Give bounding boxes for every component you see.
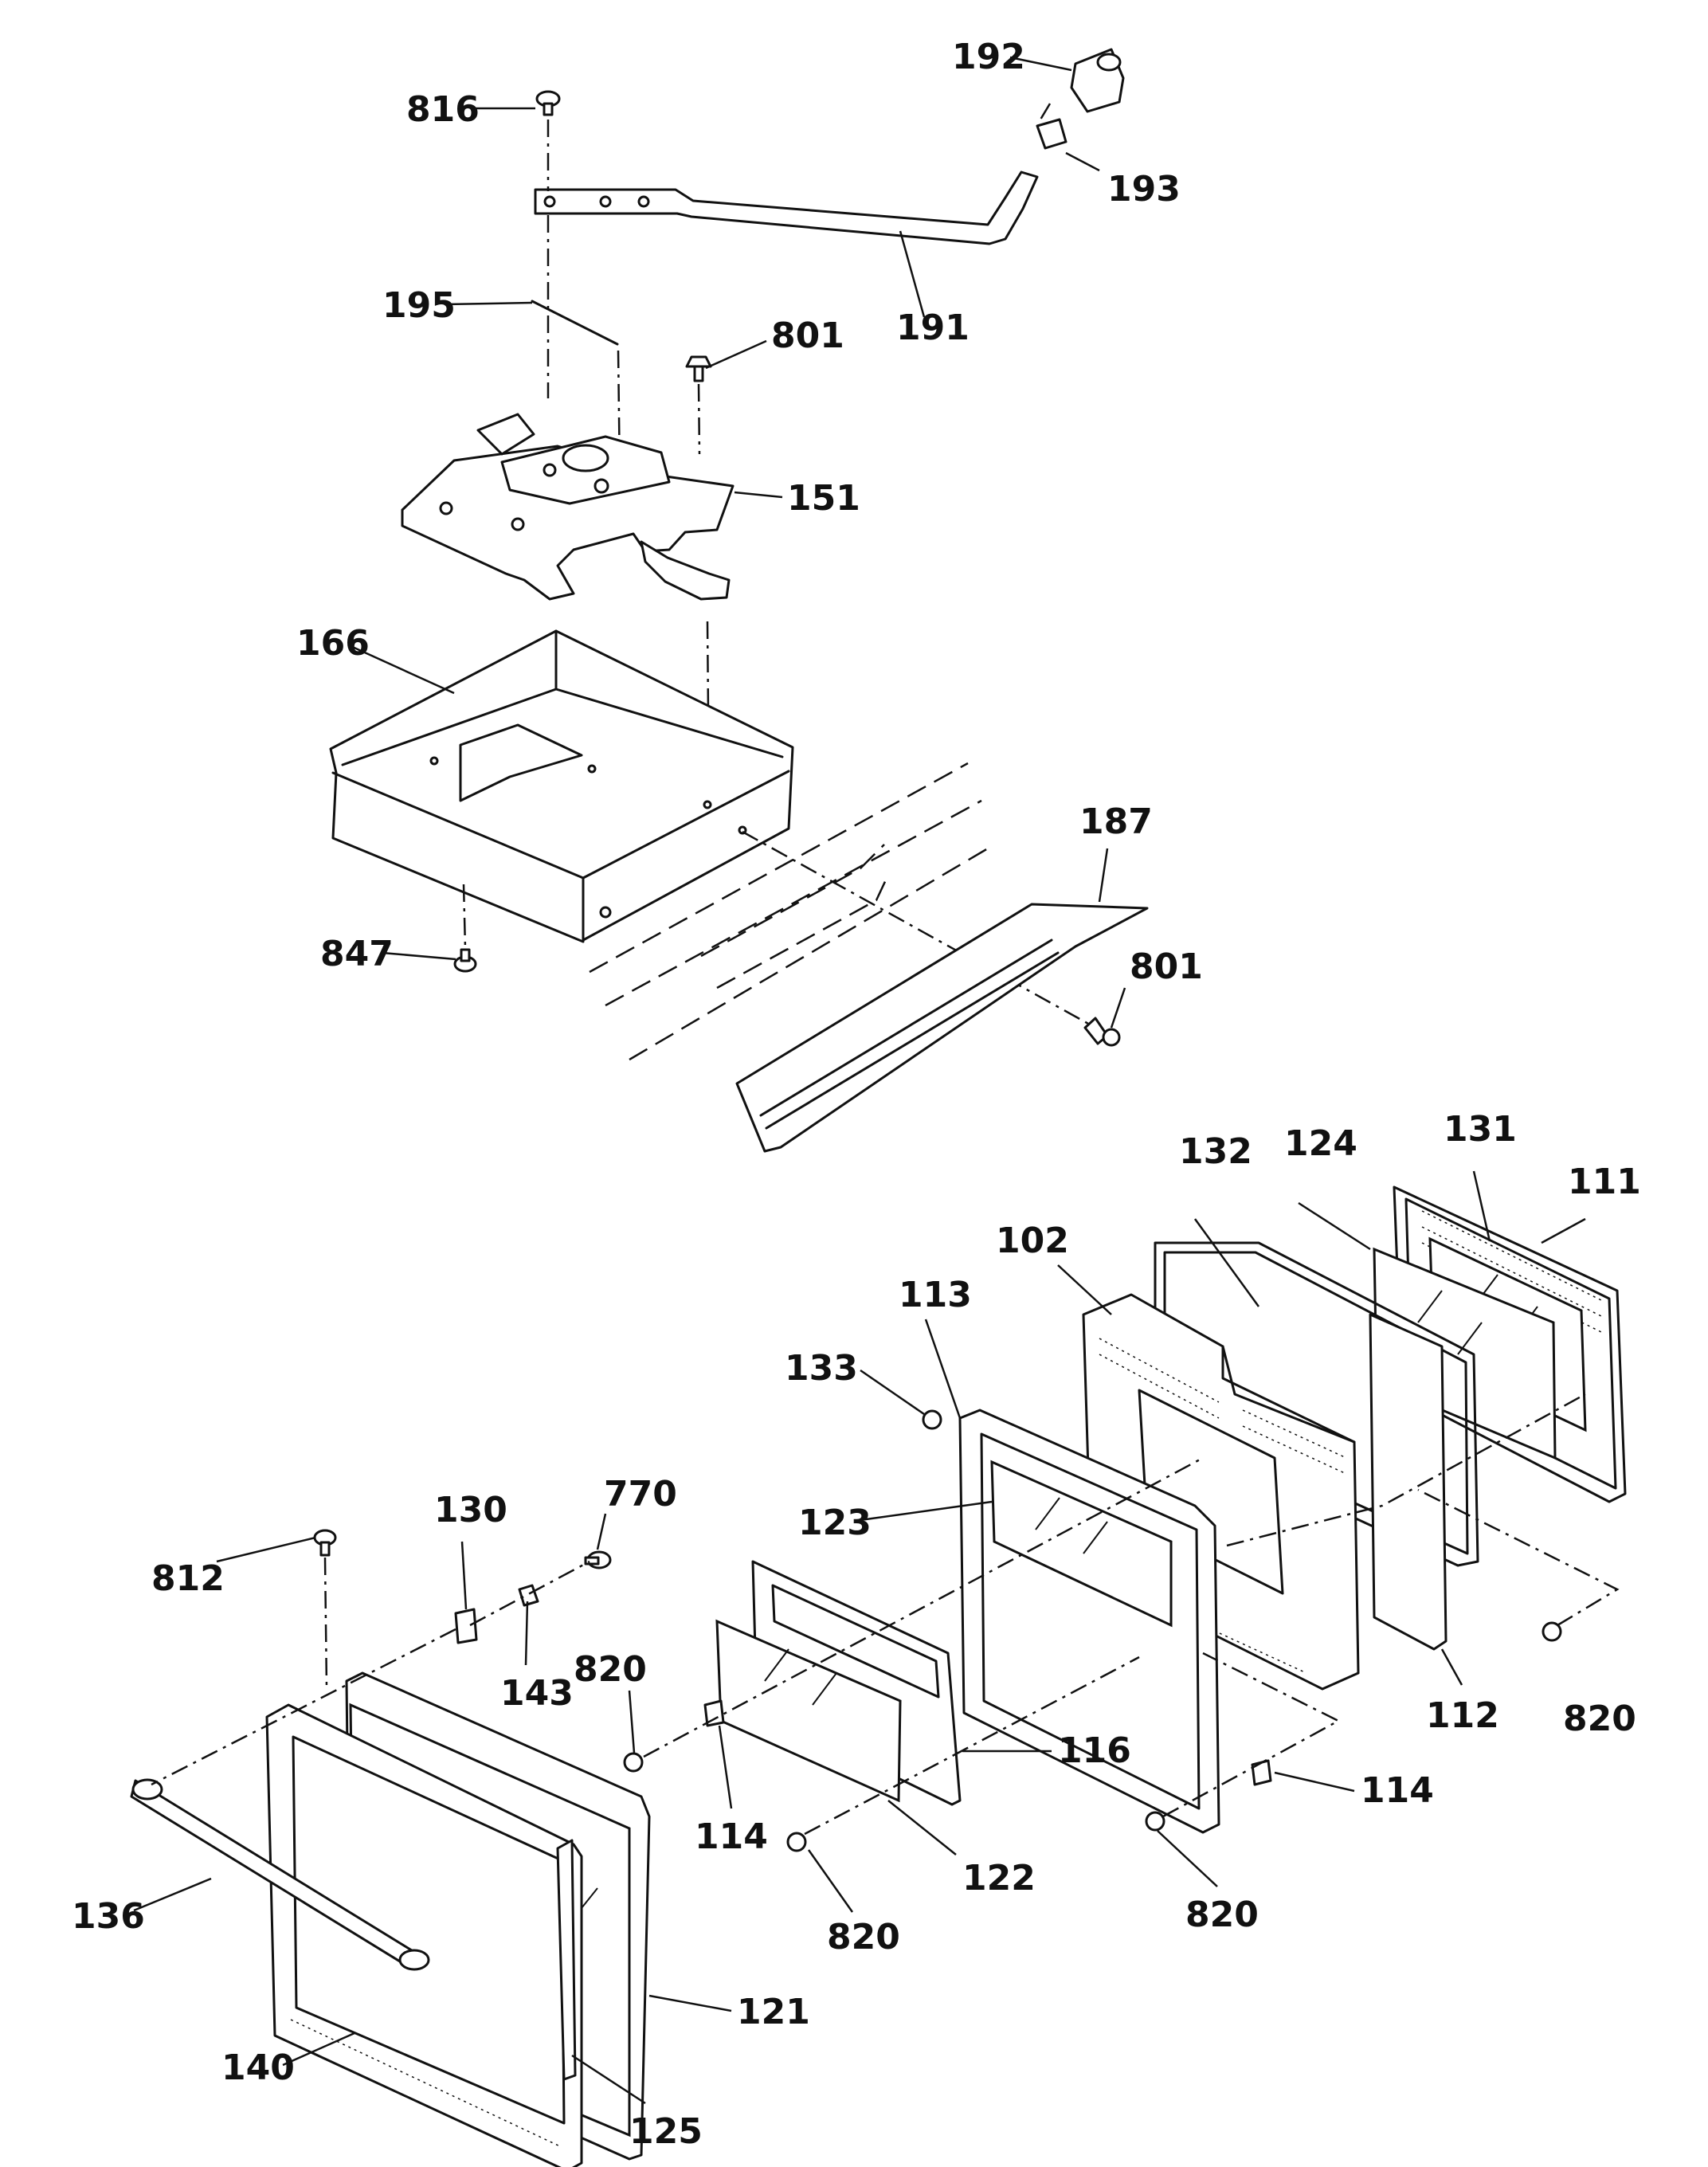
assembly-line <box>151 1628 456 1786</box>
callout-801: 801 <box>1130 946 1203 987</box>
callout-820: 820 <box>1185 1895 1259 1935</box>
assembly-line <box>1039 103 1052 120</box>
part-191-latch-handle <box>534 170 1039 245</box>
part-122-window-glass <box>715 1619 902 1803</box>
part-193-clip <box>1036 118 1068 150</box>
assembly-line <box>1226 1393 1586 1547</box>
part-847-screw <box>453 948 477 973</box>
part-125-trim <box>556 1839 577 2081</box>
callout-labels: 192 816 193 191 195 801 151 166 187 847 … <box>72 37 1641 2152</box>
part-187-rail-bracket <box>735 903 1149 1153</box>
callout-812: 812 <box>151 1558 225 1599</box>
callout-192: 192 <box>952 37 1025 77</box>
assembly-line <box>1417 1488 1620 1627</box>
part-820-screw <box>786 1832 807 1852</box>
part-136-door-handle <box>130 1778 430 1971</box>
callout-102: 102 <box>996 1221 1069 1261</box>
part-151-door-latch <box>401 413 735 601</box>
callout-122: 122 <box>962 1858 1036 1899</box>
ghost-oven-rail <box>589 762 989 1061</box>
part-140-door-frame <box>265 1703 583 2167</box>
assembly-line <box>469 1560 590 1627</box>
callout-132: 132 <box>1179 1131 1252 1172</box>
callout-116: 116 <box>1058 1730 1131 1771</box>
callout-111: 111 <box>1568 1162 1641 1202</box>
part-816-screw <box>535 90 561 116</box>
callout-195: 195 <box>382 285 456 326</box>
assembly-line <box>323 1557 328 1690</box>
callout-140: 140 <box>221 2047 295 2088</box>
callout-123: 123 <box>798 1503 872 1543</box>
assembly-line <box>462 884 467 949</box>
callout-136: 136 <box>72 1896 145 1937</box>
part-820-screw <box>1145 1811 1165 1832</box>
part-801-screw <box>1083 1017 1121 1047</box>
callout-133: 133 <box>785 1348 858 1389</box>
callout-114: 114 <box>1361 1770 1434 1811</box>
callout-113: 113 <box>899 1275 972 1315</box>
callout-820: 820 <box>1563 1699 1636 1739</box>
callout-770: 770 <box>604 1474 677 1515</box>
part-820-screw <box>1542 1621 1562 1642</box>
part-133-nut <box>922 1409 942 1430</box>
part-192-knob <box>1070 48 1125 113</box>
part-801-screw <box>685 355 712 382</box>
assembly-line <box>643 1456 1204 1758</box>
callout-166: 166 <box>296 623 370 664</box>
part-123-window-glass <box>990 1460 1173 1628</box>
callout-114: 114 <box>695 1816 768 1857</box>
callout-130: 130 <box>434 1490 507 1530</box>
part-195-spring <box>531 300 619 346</box>
part-114-clip <box>1251 1759 1272 1786</box>
callout-187: 187 <box>1079 801 1153 842</box>
part-114-clip <box>703 1699 725 1727</box>
callout-191: 191 <box>896 308 970 348</box>
callout-820: 820 <box>574 1649 647 1690</box>
callout-131: 131 <box>1444 1109 1517 1150</box>
part-112-inner-door-frame <box>1369 1313 1447 1651</box>
callout-801: 801 <box>771 315 844 356</box>
part-820-screw <box>623 1752 644 1773</box>
part-166-shield-box <box>329 629 794 943</box>
assembly-line <box>804 1656 1140 1836</box>
callout-847: 847 <box>320 934 394 974</box>
part-130-hinge-clip <box>454 1608 478 1644</box>
callout-820: 820 <box>827 1917 900 1957</box>
part-812-screw <box>313 1529 337 1557</box>
part-770-screw <box>584 1550 612 1569</box>
callout-816: 816 <box>406 89 480 130</box>
callout-121: 121 <box>737 1992 810 2032</box>
callout-193: 193 <box>1107 169 1181 210</box>
callout-143: 143 <box>500 1673 574 1714</box>
callout-leaders <box>133 56 1586 2105</box>
callout-125: 125 <box>629 2111 703 2152</box>
part-143-spacer <box>518 1584 539 1607</box>
callout-112: 112 <box>1426 1695 1499 1736</box>
callout-124: 124 <box>1284 1123 1357 1164</box>
callout-151: 151 <box>787 478 860 519</box>
